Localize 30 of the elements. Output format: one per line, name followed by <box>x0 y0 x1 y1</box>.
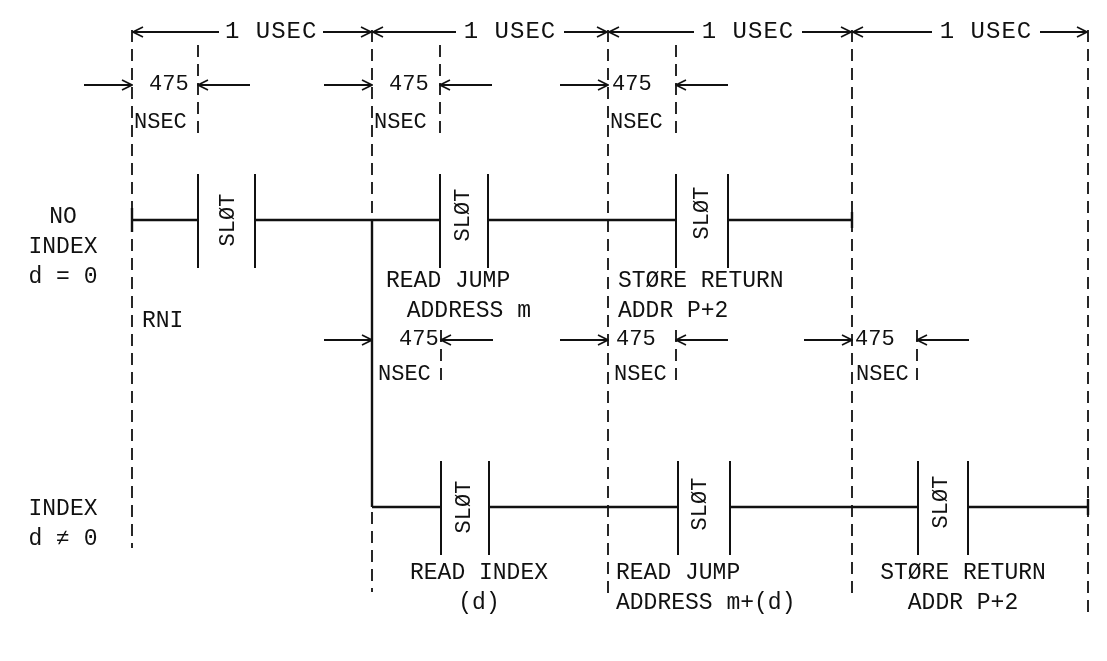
slot-label: SLØT <box>691 186 715 240</box>
duration-label: NSEC <box>856 361 909 389</box>
cycle-label: READ JUMP ADDRESS m <box>386 267 531 326</box>
row-label: INDEX d ≠ 0 <box>27 495 99 554</box>
cycle-label: READ INDEX (d) <box>409 559 549 618</box>
duration-label: 475 <box>399 326 439 354</box>
duration-label: 475 <box>389 71 429 99</box>
slot-label: SLØT <box>217 193 241 247</box>
slot-label: SLØT <box>689 477 713 531</box>
duration-label: 475 <box>616 326 656 354</box>
duration-label: 475 <box>855 326 895 354</box>
duration-label: 1 USEC <box>700 17 796 47</box>
cycle-label: RNI <box>142 307 185 336</box>
row-label: NO INDEX d = 0 <box>27 203 99 292</box>
duration-label: 475 <box>149 71 189 99</box>
slot-label: SLØT <box>453 480 477 534</box>
slot-label: SLØT <box>930 475 954 529</box>
cycle-label: STØRE RETURN ADDR P+2 <box>618 267 785 326</box>
slot-label: SLØT <box>452 188 476 242</box>
duration-label: 1 USEC <box>938 17 1034 47</box>
duration-label: NSEC <box>374 109 427 137</box>
cycle-label: READ JUMP ADDRESS m+(d) <box>616 559 797 618</box>
duration-label: NSEC <box>378 361 431 389</box>
cycle-label: STØRE RETURN ADDR P+2 <box>879 559 1047 618</box>
duration-label: NSEC <box>614 361 667 389</box>
duration-label: NSEC <box>134 109 187 137</box>
duration-label: 475 <box>612 71 652 99</box>
duration-label: 1 USEC <box>225 17 317 47</box>
duration-label: NSEC <box>610 109 663 137</box>
duration-label: 1 USEC <box>462 17 558 47</box>
